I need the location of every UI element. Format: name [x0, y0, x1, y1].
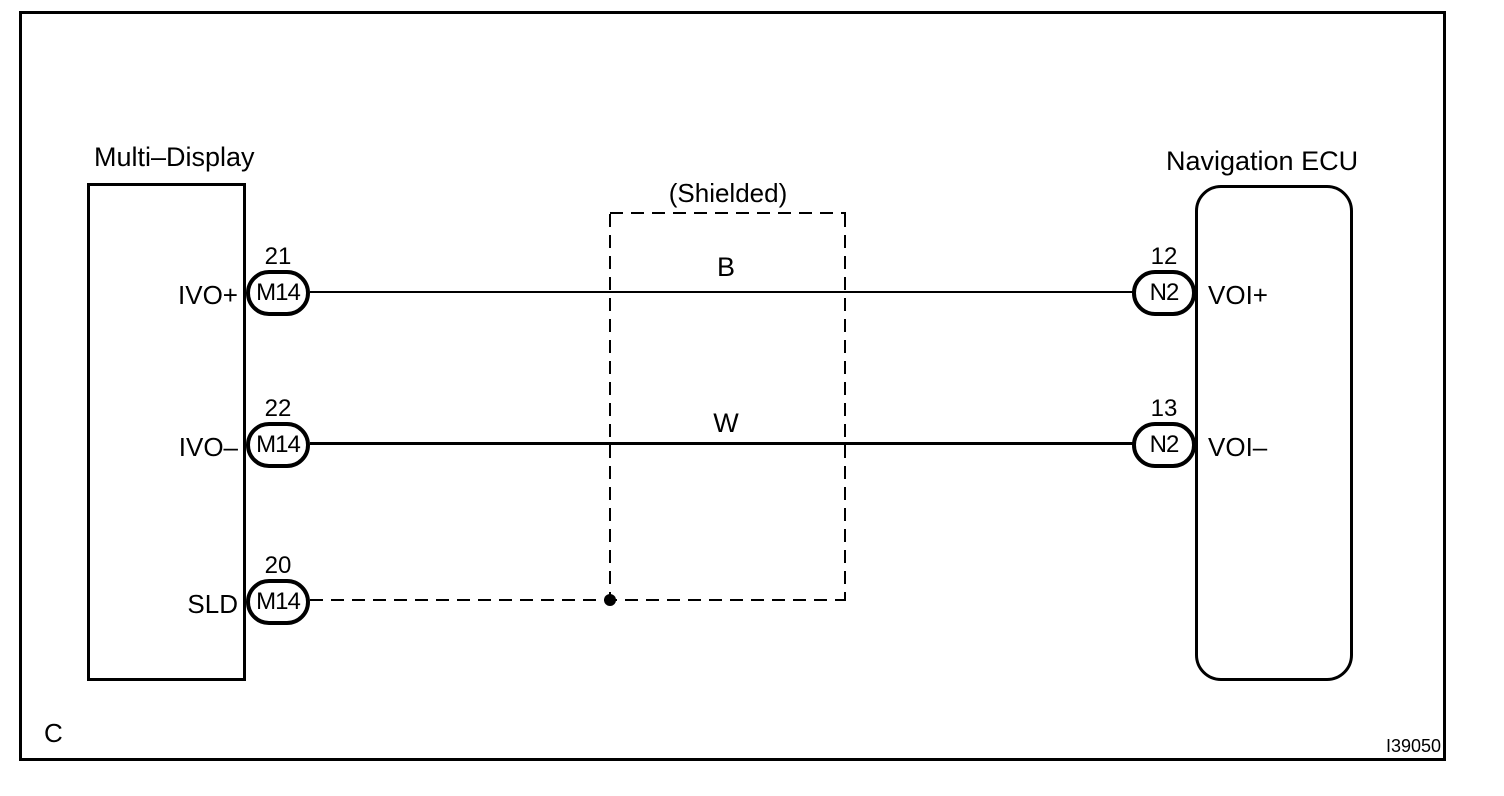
pin-multi-display-21: 21 M14 IVO+: [178, 243, 310, 316]
signal-label: IVO–: [178, 432, 238, 462]
multi-display-title: Multi–Display: [94, 142, 255, 172]
pin-number: 20: [264, 552, 292, 579]
pin-number: 22: [264, 395, 292, 422]
connector-code: N2: [1149, 431, 1180, 458]
figure-code: I39050: [1386, 736, 1442, 756]
wire-b: [310, 291, 1133, 293]
connector-code: M14: [256, 588, 301, 615]
pin-multi-display-20: 20 M14 SLD: [187, 552, 310, 625]
connector-code: M14: [256, 431, 301, 458]
connector-code: M14: [256, 279, 301, 306]
shield-label: (Shielded): [668, 178, 788, 208]
multi-display-box: [87, 183, 246, 681]
pin-number: 12: [1150, 243, 1178, 270]
wire-b-color-label: B: [716, 252, 735, 282]
pin-multi-display-22: 22 M14 IVO–: [179, 395, 310, 468]
shield-box-left-edge: [609, 214, 611, 600]
connector-code: N2: [1149, 279, 1180, 306]
signal-label: IVO+: [178, 280, 238, 310]
shield-box-top-edge: [610, 212, 846, 214]
wire-sld-shield-dashed: [310, 599, 846, 601]
wire-w: [310, 442, 1133, 445]
signal-label: VOI+: [1208, 280, 1268, 310]
pin-number: 13: [1150, 395, 1178, 422]
pin-navigation-ecu-12: 12 N2 VOI+: [1132, 243, 1268, 316]
wire-w-color-label: W: [713, 408, 739, 438]
section-label: C: [44, 718, 63, 748]
navigation-ecu-title: Navigation ECU: [1166, 146, 1359, 176]
shield-box-right-edge: [844, 214, 846, 600]
diagram-frame: [19, 11, 1446, 761]
pin-navigation-ecu-13: 13 N2 VOI–: [1132, 395, 1267, 468]
shield-junction-dot: [604, 594, 616, 606]
signal-label: VOI–: [1208, 432, 1268, 462]
signal-label: SLD: [187, 589, 238, 619]
navigation-ecu-box: [1195, 185, 1353, 681]
pin-number: 21: [264, 243, 292, 270]
